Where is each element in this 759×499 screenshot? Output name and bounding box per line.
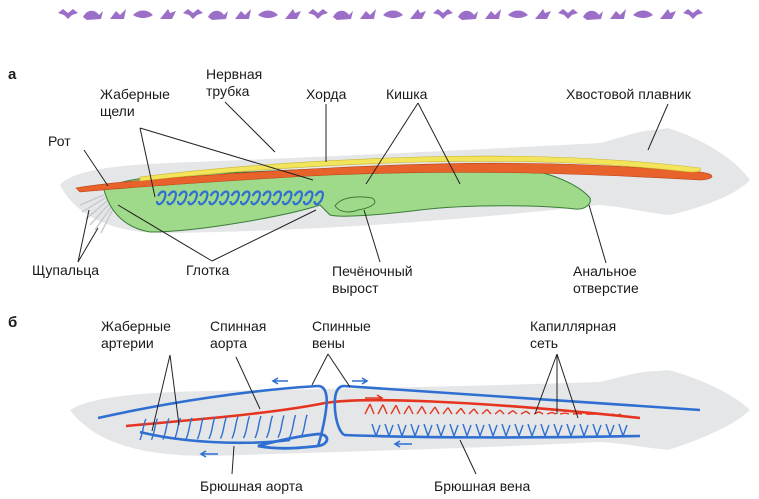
animal-silhouette bbox=[110, 9, 126, 19]
animal-silhouette bbox=[58, 9, 78, 19]
animal-silhouette bbox=[383, 11, 403, 19]
animal-silhouette bbox=[535, 9, 551, 19]
animal-silhouette bbox=[633, 11, 653, 19]
animal-silhouette bbox=[683, 9, 703, 19]
label-gill-arteries: Жаберные артерии bbox=[101, 318, 171, 352]
animal-silhouette bbox=[508, 11, 528, 19]
label-nerve-tube: Нервная трубка bbox=[206, 66, 262, 100]
animal-silhouette bbox=[583, 11, 603, 20]
animal-silhouette bbox=[458, 11, 478, 20]
animal-silhouette bbox=[558, 9, 578, 19]
capillary-artery bbox=[599, 414, 608, 415]
animal-silhouette bbox=[333, 11, 353, 20]
label-pharynx: Глотка bbox=[186, 262, 229, 278]
label-dorsal-veins: Спинные вены bbox=[312, 318, 371, 352]
animal-silhouette bbox=[160, 9, 176, 19]
panel-b-figure bbox=[70, 370, 750, 457]
body-silhouette-b bbox=[70, 370, 750, 456]
panel-a-letter: а bbox=[8, 66, 16, 83]
label-notochord: Хорда bbox=[306, 86, 346, 102]
animal-silhouette-band bbox=[58, 9, 703, 20]
label-anus: Анальное отверстие bbox=[573, 263, 639, 297]
animal-silhouette bbox=[133, 11, 153, 19]
animal-silhouette bbox=[183, 9, 203, 19]
label-ventral-aorta: Брюшная аорта bbox=[200, 478, 303, 494]
animal-silhouette bbox=[235, 9, 251, 19]
label-dorsal-aorta: Спинная аорта bbox=[210, 318, 266, 352]
animal-silhouette bbox=[360, 9, 376, 19]
label-mouth: Рот bbox=[48, 133, 71, 149]
animal-silhouette bbox=[433, 9, 453, 19]
animal-silhouette bbox=[660, 9, 676, 19]
animal-silhouette bbox=[285, 9, 301, 19]
panel-a-figure bbox=[60, 128, 750, 233]
label-tail-fin: Хвостовой плавник bbox=[566, 86, 691, 102]
animal-silhouette bbox=[308, 9, 328, 19]
label-ventral-vein: Брюшная вена bbox=[434, 478, 530, 494]
animal-silhouette bbox=[610, 9, 626, 19]
animal-silhouette bbox=[258, 11, 278, 19]
animal-silhouette bbox=[208, 11, 228, 20]
animal-silhouette bbox=[410, 9, 426, 19]
label-gill-slits: Жаберные щели bbox=[100, 86, 170, 120]
label-tentacles: Щупальца bbox=[32, 262, 99, 278]
panel-b-letter: б bbox=[8, 314, 17, 331]
animal-silhouette bbox=[485, 9, 501, 19]
label-capillary-net: Капиллярная сеть bbox=[530, 318, 616, 352]
animal-silhouette bbox=[83, 11, 103, 20]
label-gut: Кишка bbox=[386, 86, 427, 102]
label-liver-outgrowth: Печёночный вырост bbox=[332, 263, 413, 297]
